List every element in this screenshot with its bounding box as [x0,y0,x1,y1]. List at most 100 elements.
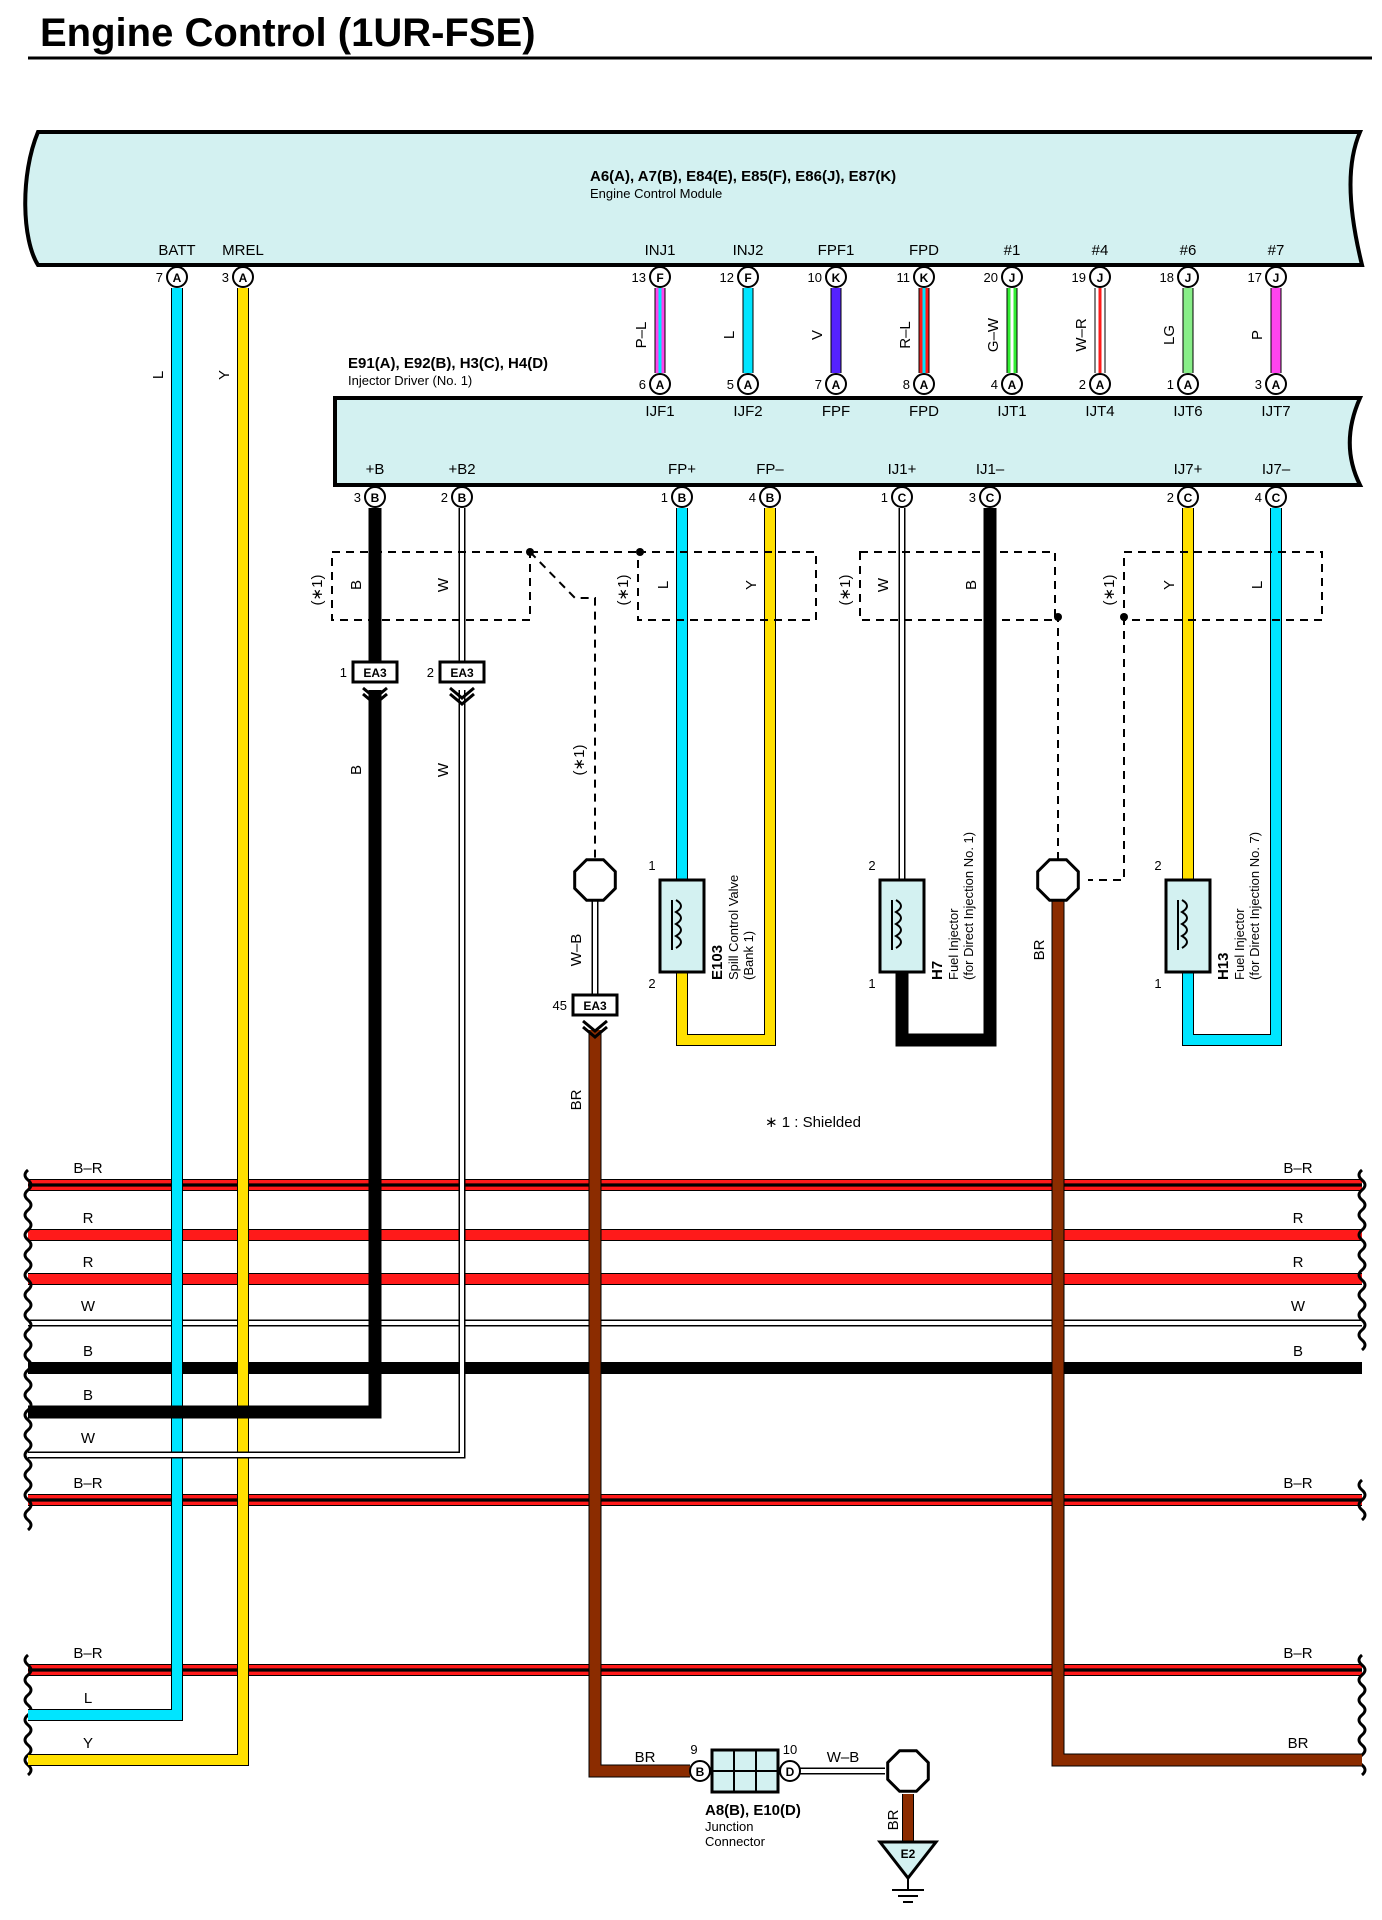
ecm-pin [1177,266,1199,288]
shield-drain-3 [1088,617,1125,881]
ecm-pins: BATTA7MRELA3INJ1F13INJ2F12FPF1K10FPDK11#… [156,242,1287,288]
ecm-pin [232,266,254,288]
ecm-wire-label: G–W [985,317,1002,352]
driver-top-pin [1265,373,1287,395]
ecm-pin-number: 18 [1160,270,1174,285]
coil-icon [894,899,902,949]
driver-bottom-pin-connector: C [1184,491,1193,505]
driver-bottom-terminal-label: FP– [756,461,784,478]
driver-top-terminal-label: IJT1 [997,403,1026,420]
junction-pin-left-number: 9 [690,1742,697,1757]
driver-top-pin-number: 3 [1255,377,1262,392]
bus-label-left: B [83,1343,93,1360]
driver-bottom-terminal-label: IJ7– [1262,461,1291,478]
lower-wire-label: BR [568,1089,585,1110]
bus-label-left: B [83,1387,93,1404]
driver-top-pin-connector: A [744,378,753,392]
bus-label-right: R [1293,1210,1304,1227]
shield-mark: (∗1) [1101,575,1118,606]
ecm-pin-number: 3 [222,270,229,285]
ea3-label: EA3 [583,999,607,1013]
driver-top-pin-number: 8 [903,377,910,392]
ij7-minus-wire [1183,508,1281,1045]
driver-top-pin [1089,373,1111,395]
driver-top-pin [913,373,935,395]
ea3-label: EA3 [450,666,474,680]
driver-wire-label: B [963,580,980,590]
driver-top-terminal-label: IJT7 [1261,403,1290,420]
ecm-pin-connector: F [656,271,663,285]
driver-top-pin [1001,373,1023,395]
ecm-connectors: A6(A), A7(B), E84(E), E85(F), E86(J), E8… [590,168,896,185]
driver-bottom-pin [364,486,386,508]
ecm-pin-number: 20 [984,270,998,285]
ecm-terminal-label: BATT [158,242,195,259]
shield-box-2 [637,551,817,621]
ecm-wire-label: L [150,371,167,379]
driver-top-terminal-label: IJT6 [1173,403,1202,420]
ecm-pin-connector: J [1097,271,1104,285]
ecm-terminal-label: #6 [1180,242,1197,259]
shield-mark: (∗1) [309,575,326,606]
driver-bottom-pin [759,486,781,508]
ecm-wire-label: R–L [897,321,914,349]
driver-bottom-pin-number: 1 [881,490,888,505]
br-wire [588,1030,690,1778]
ecm-pin-connector: F [744,271,751,285]
driver-wire-label: B [348,580,365,590]
ea3-arrow [582,1019,608,1033]
bus-label-right: W [1291,1298,1306,1315]
driver-bottom-pin [671,486,693,508]
br-right-wire [1052,900,1362,1766]
ea3-pin: 45 [553,998,567,1013]
junction-wire-out-label: W–B [827,1749,860,1766]
ecm-pin-number: 11 [897,270,911,285]
splice-dot [636,548,644,556]
driver-bottom-pin [1265,486,1287,508]
bus-label-right: B [1293,1343,1303,1360]
wires [23,288,1367,1842]
ecm-pin-number: 7 [156,270,163,285]
driver-top-pin-connector: A [1272,378,1281,392]
shield-box-4 [1123,551,1323,621]
ecm-pin-connector: K [920,271,929,285]
ecm-terminal-label: #1 [1004,242,1021,259]
bus-edge [23,1168,33,1532]
driver-top-pin-connector: A [1008,378,1017,392]
driver-top-pin-number: 2 [1079,377,1086,392]
driver-wire-label: L [1249,581,1266,589]
ea3-connector [571,993,619,1017]
splice-dot [526,548,534,556]
component-sub: (for Direct Injection No. 7) [1247,832,1262,980]
ea3-arrow [449,692,475,706]
driver-connectors: E91(A), E92(B), H3(C), H4(D) [348,355,548,372]
mrel-wire [28,288,248,1765]
driver-top-terminal-label: FPD [909,403,939,420]
driver-top-pin-connector: A [920,378,929,392]
ecm-terminal-label: INJ1 [645,242,676,259]
driver-bottom-terminal-label: IJ1– [976,461,1005,478]
driver-wire-label: W [875,577,892,592]
driver-bottom-pin [891,486,913,508]
bus-label-left: B–R [73,1475,102,1492]
ecm-pin-number: 13 [632,270,646,285]
driver-top-pin [737,373,759,395]
driver-top-pin-number: 4 [991,377,998,392]
ecm-pin-number: 17 [1248,270,1262,285]
bus-label-left: B–R [73,1160,102,1177]
bus-edge [1357,1478,1367,1522]
ground-wire-label: BR [885,1809,902,1830]
driver-top-terminal-label: FPF [822,403,850,420]
component-name: Fuel Injector [1232,908,1247,980]
br-wire [589,1030,690,1777]
junction-pin-right-number: 10 [783,1742,797,1757]
shield-mark: (∗1) [837,575,854,606]
ecm-pin [737,266,759,288]
ea3-label: EA3 [363,666,387,680]
driver-top-pin-connector: A [832,378,841,392]
driver-bottom-pin-number: 4 [749,490,756,505]
ecm-wire-label: W–R [1073,318,1090,352]
junction-connectors: A8(B), E10(D) [705,1802,801,1819]
coil-icon [674,899,682,949]
